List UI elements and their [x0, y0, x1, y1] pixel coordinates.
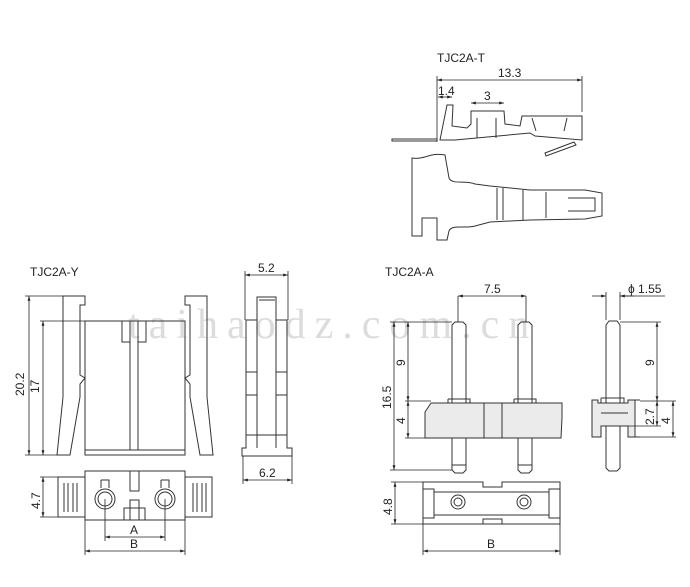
dim-width-b: B [487, 537, 495, 551]
dim-tab: 1.4 [438, 84, 455, 98]
dim-total-height: 16.5 [380, 385, 394, 409]
housing-side-view [241, 296, 293, 457]
header-pin-right [517, 321, 533, 474]
housing-latch-right [184, 295, 214, 456]
header-housing-side [591, 399, 636, 438]
dim-bottom-depth: 4.8 [381, 498, 395, 515]
dim-base: 4 [394, 417, 408, 424]
dim-length: 13.3 [498, 66, 522, 80]
terminal-title: TJC2A-T [437, 51, 486, 65]
housing-title: TJC2A-Y [30, 265, 79, 279]
dim-total-height: 20.2 [13, 372, 27, 396]
dim-pin-upper: 9 [394, 359, 408, 366]
housing-bottom-view [84, 470, 186, 521]
dim-side-pin-upper: 9 [643, 359, 657, 366]
housing-front-body [84, 320, 186, 456]
header-drawing: TJC2A-A 7.5 16.5 9 4 ϕ 1.55 9 2.7 4 [380, 265, 676, 555]
watermark: taihaodz.com.cn [128, 302, 538, 348]
header-pin-side [605, 320, 621, 472]
dim-bottom-depth: 4.7 [29, 492, 43, 509]
pin-hole-right [519, 497, 529, 507]
dim-pitch-a: A [130, 523, 138, 537]
terminal-side-view [391, 104, 583, 142]
dim-pitch: 7.5 [484, 282, 501, 296]
header-housing-front [424, 402, 563, 439]
housing-drawing: TJC2A-Y 20.2 17 5.2 6.2 4.7 A B [13, 261, 293, 555]
dim-width-b: B [130, 537, 138, 551]
dim-side-step: 2.7 [643, 408, 657, 425]
dim-body-height: 17 [28, 379, 42, 393]
dim-crimp: 3 [484, 89, 491, 103]
housing-latch-left [56, 295, 86, 456]
pin-hole-left [453, 497, 463, 507]
dim-side-base: 4 [659, 417, 673, 424]
dim-pin-diameter: ϕ 1.55 [628, 282, 662, 296]
dim-depth-bottom: 6.2 [259, 466, 276, 480]
header-bottom-view [422, 481, 561, 525]
dim-depth-top: 5.2 [258, 261, 275, 275]
terminal-top-view [411, 153, 603, 241]
header-pin-left [451, 321, 467, 474]
header-title: TJC2A-A [385, 265, 434, 279]
terminal-drawing: TJC2A-T 13.3 1.4 3 [391, 51, 603, 241]
